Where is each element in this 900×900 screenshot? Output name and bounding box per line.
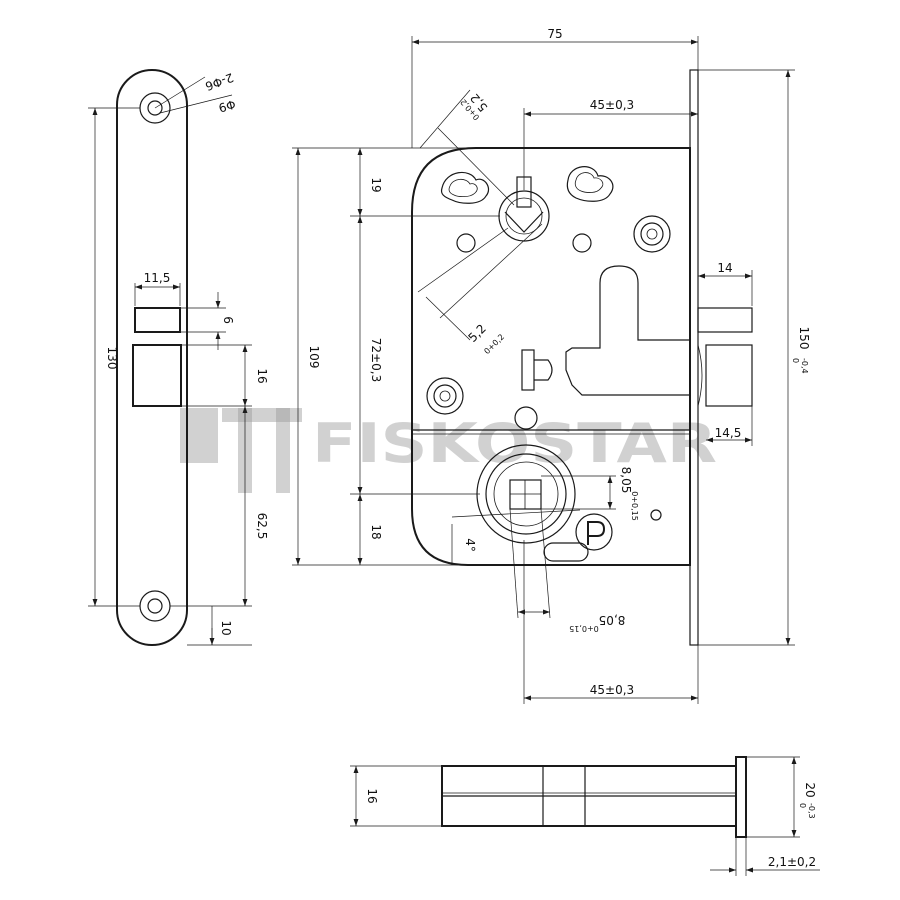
dim-plate-6: 6	[221, 316, 235, 324]
upper-follower-hub	[498, 190, 550, 242]
dim-body-2-1: 2,1±0,2	[768, 855, 816, 869]
latch-spring-rect	[521, 349, 535, 391]
dim-body-20-tol-top: 0	[798, 803, 807, 808]
hole-left	[456, 233, 476, 253]
dim-square-8-05-b: 8,05	[599, 613, 626, 627]
dim-bolt-14-5: 14,5	[715, 426, 742, 440]
rivet-lower-left	[426, 377, 464, 415]
privacy-p-icon	[587, 521, 606, 545]
faceplate-top-hole-inner	[147, 100, 163, 116]
dim-plate-10: 10	[219, 620, 233, 635]
latch-bolt	[697, 307, 753, 333]
hole-mid	[572, 233, 592, 253]
dim-latch-14: 14	[717, 261, 732, 275]
dimension-labels: 75 45±0,3 45±0,3 19 72±0,3 109 18 14 14,…	[105, 27, 817, 869]
dim-height-109: 109	[307, 346, 321, 369]
rivet-upper-right	[633, 215, 671, 253]
dim-faceplate-150-tol-top: 0	[791, 358, 800, 363]
dim-body-20: 20	[803, 782, 817, 797]
body-faceplate-edge	[735, 756, 747, 838]
faceplate-front-view	[88, 69, 252, 646]
faceplate-outline	[116, 69, 188, 646]
heart-hole-right	[566, 166, 614, 202]
dead-bolt	[705, 344, 753, 407]
dim-hole-2-6: 2-Φ6	[203, 70, 235, 93]
hole-small-right	[650, 509, 662, 521]
dim-faceplate-150: 150	[797, 327, 811, 350]
dim-width-75: 75	[547, 27, 562, 41]
latch-cavity	[565, 265, 691, 396]
fiskostar-logo-icon	[180, 408, 302, 493]
dim-distance-72: 72±0,3	[369, 338, 383, 382]
lock-faceplate-edge	[689, 69, 699, 646]
dim-square-lower: 5,2	[465, 321, 488, 344]
dim-plate-16: 16	[255, 368, 269, 383]
dim-square-8-05-b-tol: 0+0,15	[569, 624, 599, 633]
dim-square-8-05-a: 8,05	[619, 467, 633, 494]
watermark-brand: FISKOSTAR	[312, 412, 717, 475]
faceplate-bolt-slot	[132, 344, 182, 407]
privacy-indicator-circle	[575, 513, 613, 551]
dim-height-19: 19	[369, 177, 383, 192]
dim-body-16: 16	[365, 788, 379, 803]
dim-backset-bottom: 45±0,3	[590, 683, 634, 697]
dim-faceplate-150-tol-bot: -0,4	[800, 358, 809, 374]
dim-plate-11-5: 11,5	[144, 271, 171, 285]
dim-square-lower-tol: 0+0,2	[482, 332, 506, 356]
dim-bottom-18: 18	[369, 524, 383, 539]
lock-body-top-view	[350, 756, 820, 876]
hole-center	[514, 406, 538, 430]
lock-case-outline	[411, 147, 691, 566]
dim-plate-62-5: 62,5	[255, 513, 269, 540]
dim-backset-top: 45±0,3	[590, 98, 634, 112]
dim-plate-130: 130	[105, 347, 119, 370]
lower-square-hole	[509, 479, 542, 510]
faceplate-bottom-hole-outer	[139, 590, 171, 622]
dim-body-20-tol-bot: -0,3	[807, 803, 816, 819]
heart-hole-left	[440, 171, 490, 204]
lock-body-side-view	[292, 36, 795, 704]
dim-angle-4: 4°	[463, 538, 477, 552]
faceplate-latch-slot	[134, 307, 181, 333]
slot-lower	[543, 542, 589, 562]
faceplate-bottom-hole-inner	[147, 598, 163, 614]
dim-hole-9: Φ9	[217, 97, 237, 115]
dim-square-8-05-a-tol: 0+0,15	[630, 491, 639, 521]
watermark: FISKOSTAR	[180, 408, 717, 493]
